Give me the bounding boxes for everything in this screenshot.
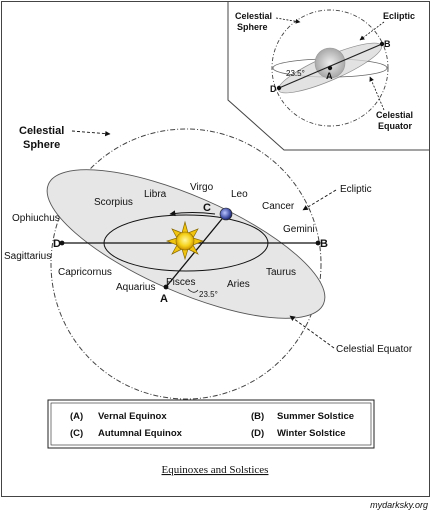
legend-c-text: Autumnal Equinox [98,428,183,439]
angle-label: 23.5° [199,290,218,299]
point-a-dot [163,284,169,290]
legend-d-text: Winter Solstice [277,428,346,439]
constellation-taurus: Taurus [266,267,296,278]
point-d-dot [59,240,65,246]
ecliptic-label: Ecliptic [340,184,372,195]
inset-celestial-equator-label-2: Equator [378,121,412,131]
outer-frame [1,1,430,497]
inset-celestial-sphere-label-1: Celestial [235,11,272,21]
point-d-label: D [53,238,61,250]
inset-celestial-equator-label-1: Celestial [376,110,413,120]
legend-a-key: (A) [70,411,83,422]
celestial-equator-pointer [289,315,335,349]
inset-celestial-sphere-label-2: Sphere [237,22,268,32]
constellation-pisces: Pisces [166,277,195,288]
inset-sun [314,47,346,79]
point-c-label: C [203,202,211,214]
inset-point-d-label: D [270,84,277,94]
constellation-ophiuchus: Ophiuchus [12,213,60,224]
constellation-scorpius: Scorpius [94,197,133,208]
inset-point-b-dot [379,41,385,47]
ecliptic-pointer [302,189,337,211]
inset-point-a-dot [327,65,333,71]
earth [219,207,233,221]
constellation-libra: Libra [144,189,167,200]
inset-sphere-pointer [275,17,301,24]
celestial-equator-label: Celestial Equator [336,344,413,355]
point-a-label: A [160,293,168,305]
legend-b-key: (B) [251,411,264,422]
diagram-caption: Equinoxes and Solstices [162,464,269,476]
credit-text: mydarksky.org [370,500,428,510]
inset-celestial-sphere [271,9,389,127]
inset-border [227,1,429,151]
inset-panel: 23.5° A B D Celestial Sphere Ecliptic Ce… [227,1,429,151]
legend-a-text: Vernal Equinox [98,411,167,422]
legend-c-key: (C) [70,428,83,439]
constellation-leo: Leo [231,189,248,200]
inset-point-a-label: A [326,71,333,81]
inset-equator-pointer [369,76,385,111]
inset-angle-label: 23.5° [286,69,305,78]
orbit-direction-arrow [169,210,216,217]
constellation-capricornus: Capricornus [58,267,112,278]
celestial-sphere [50,128,322,400]
celestial-sphere-label-2: Sphere [23,139,60,151]
angle-arc [187,288,199,293]
sun [165,220,205,261]
constellation-aquarius: Aquarius [116,282,155,293]
main-diagram: A B C D 23.5° Virgo Libra Leo Scorpius C… [4,125,413,400]
legend-box: (A) Vernal Equinox (C) Autumnal Equinox … [47,399,375,449]
legend-b-text: Summer Solstice [277,411,354,422]
celestial-sphere-pointer [71,130,111,137]
point-b-dot [315,240,321,246]
celestial-sphere-label-1: Celestial [19,125,64,137]
inset-ecliptic-pointer [359,21,385,41]
legend-d-key: (D) [251,428,264,439]
inset-point-d-dot [276,85,282,91]
inset-point-b-label: B [384,39,391,49]
constellation-gemini: Gemini [283,224,315,235]
constellation-virgo: Virgo [190,182,214,193]
inset-ecliptic-label: Ecliptic [383,11,415,21]
constellation-sagittarius: Sagittarius [4,251,51,262]
constellation-aries: Aries [227,279,250,290]
point-b-label: B [320,238,328,250]
constellation-cancer: Cancer [262,201,295,212]
